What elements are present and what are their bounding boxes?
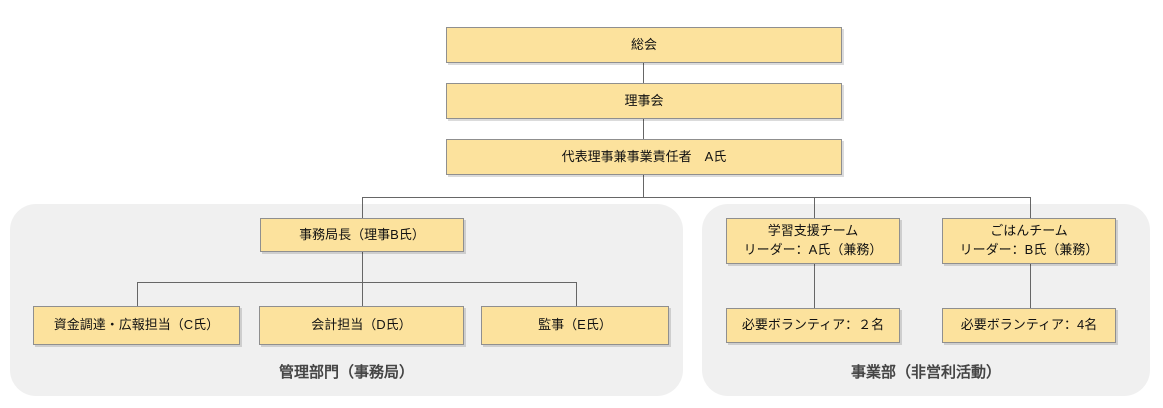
node-fundraising-pr: 資金調達・広報担当（C氏） xyxy=(33,306,240,345)
node-representative-director: 代表理事兼事業責任者 A氏 xyxy=(446,139,842,175)
node-meal-team: ごはんチーム リーダー：B氏（兼務） xyxy=(942,218,1116,264)
node-meal-volunteers-label: 必要ボランティア：4名 xyxy=(960,317,1098,333)
connector-drop-auditor xyxy=(576,282,577,306)
admin-department-caption: 管理部門（事務局） xyxy=(278,364,414,381)
node-representative-director-label: 代表理事兼事業責任者 A氏 xyxy=(561,148,727,164)
node-board-of-directors: 理事会 xyxy=(446,83,842,119)
node-secretariat-head: 事務局長（理事B氏） xyxy=(260,218,464,252)
node-general-assembly-label: 総会 xyxy=(630,36,657,52)
connector-representative-drop xyxy=(643,175,644,197)
node-study-volunteers: 必要ボランティア：２名 xyxy=(726,308,900,343)
connector-meal-volunteers xyxy=(1030,263,1031,308)
node-accounting: 会計担当（D氏） xyxy=(259,306,464,345)
node-auditor: 監事（E氏） xyxy=(481,306,669,345)
node-meal-team-leader: リーダー：B氏（兼務） xyxy=(959,242,1099,257)
connector-main-split xyxy=(362,197,1030,198)
node-study-support-team-leader: リーダー：A氏（兼務） xyxy=(743,242,883,257)
connector-study-volunteers xyxy=(814,263,815,308)
node-accounting-label: 会計担当（D氏） xyxy=(311,317,412,333)
connector-drop-admin-head xyxy=(362,197,363,218)
connector-admin-split xyxy=(137,282,576,283)
node-fundraising-pr-label: 資金調達・広報担当（C氏） xyxy=(53,317,220,333)
node-study-support-team-name: 学習支援チーム xyxy=(767,223,859,239)
node-auditor-label: 監事（E氏） xyxy=(538,317,612,333)
node-board-of-directors-label: 理事会 xyxy=(624,92,664,108)
connector-board-representative xyxy=(643,119,644,139)
connector-drop-team-study xyxy=(814,197,815,218)
connector-drop-team-meal xyxy=(1030,197,1031,218)
node-study-volunteers-label: 必要ボランティア：２名 xyxy=(741,317,885,333)
node-meal-volunteers: 必要ボランティア：4名 xyxy=(942,308,1116,343)
node-secretariat-head-label: 事務局長（理事B氏） xyxy=(299,226,425,242)
connector-admin-head-drop xyxy=(362,252,363,306)
connector-drop-fundraising xyxy=(137,282,138,306)
node-study-support-team: 学習支援チーム リーダー：A氏（兼務） xyxy=(726,218,900,264)
connector-assembly-board xyxy=(643,63,644,83)
business-department-caption: 事業部（非営利活動） xyxy=(850,364,1001,381)
node-general-assembly: 総会 xyxy=(446,27,842,63)
node-meal-team-name: ごはんチーム xyxy=(990,223,1068,239)
